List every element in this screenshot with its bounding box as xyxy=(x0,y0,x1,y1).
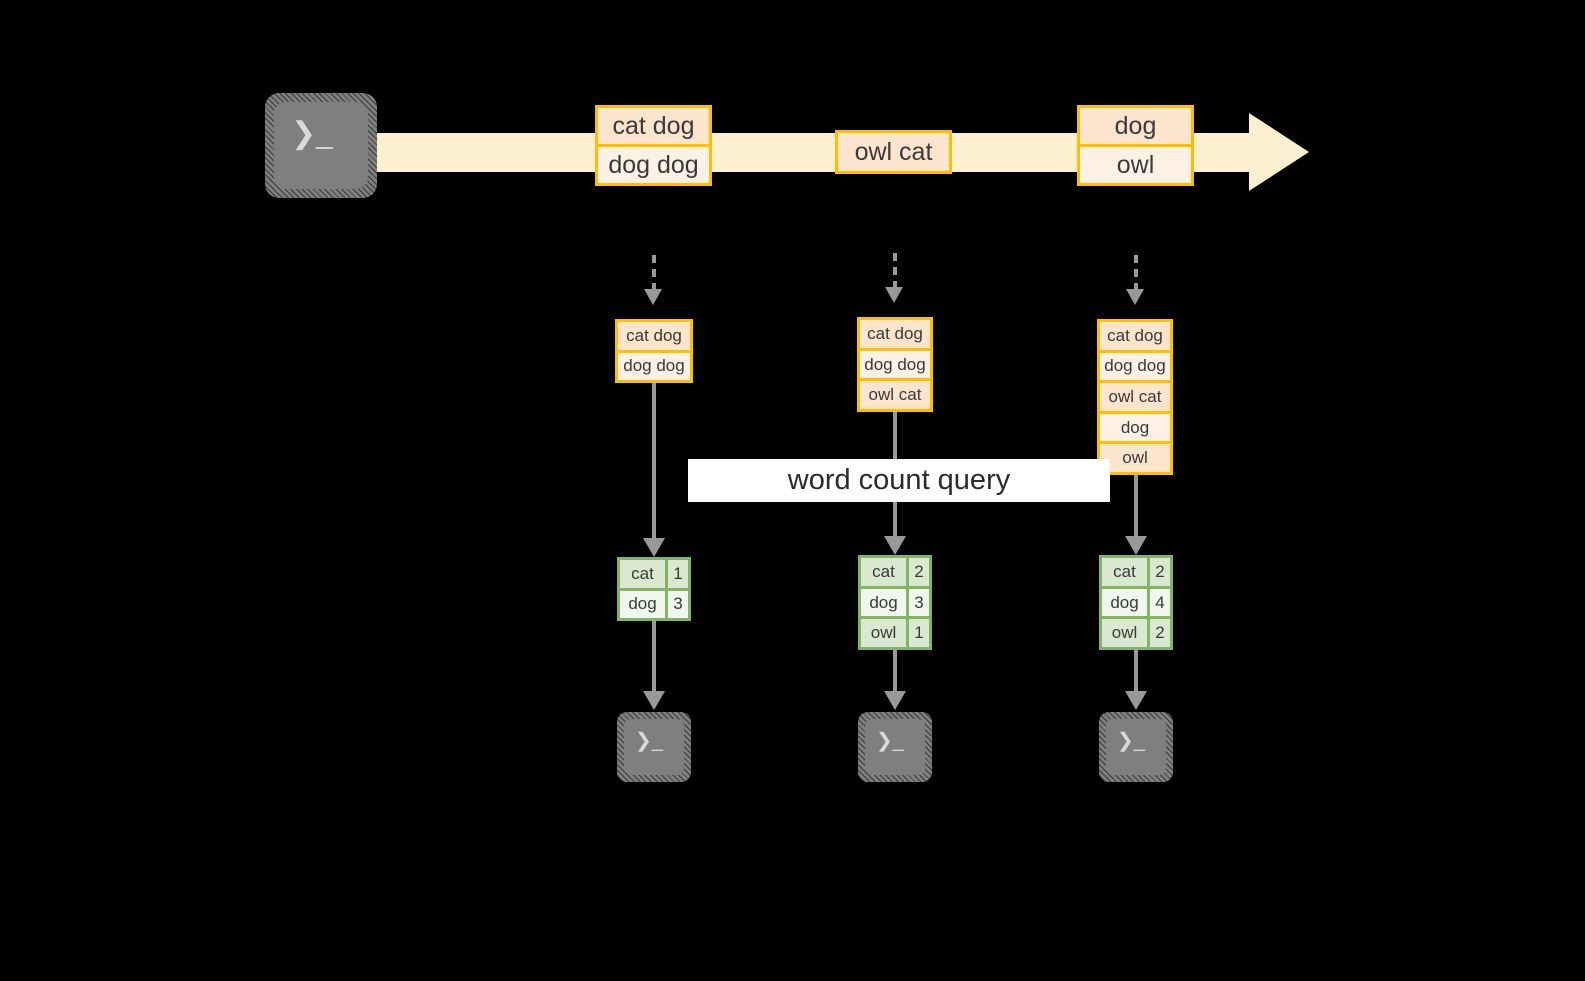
query-connector-1 xyxy=(652,383,656,538)
stream-timeline-arrowhead-icon xyxy=(1249,113,1309,191)
stream-event-3[interactable]: dog owl xyxy=(1077,105,1194,186)
result-count: 3 xyxy=(665,590,688,618)
stream-event-1[interactable]: cat dog dog dog xyxy=(595,105,712,186)
state-line: owl cat xyxy=(860,378,930,410)
source-terminal-icon[interactable]: ❯_ xyxy=(265,93,377,198)
result-word: cat xyxy=(1102,558,1147,586)
state-line: owl xyxy=(1100,441,1170,472)
state-line: dog dog xyxy=(1100,349,1170,381)
terminal-prompt-icon: ❯_ xyxy=(1117,730,1145,752)
stream-event-line: owl cat xyxy=(838,133,949,171)
result-word: owl xyxy=(1102,619,1147,648)
terminal-prompt-icon: ❯_ xyxy=(876,730,904,752)
state-line: cat dog xyxy=(860,320,930,348)
query-arrowhead-1-icon xyxy=(643,538,665,557)
result-count: 3 xyxy=(906,588,929,617)
result-row: owl 1 xyxy=(861,616,929,648)
result-word: cat xyxy=(620,560,665,588)
result-row: dog 3 xyxy=(861,585,929,617)
terminal-screen xyxy=(624,719,684,775)
terminal-screen xyxy=(865,719,925,775)
stream-event-line: cat dog xyxy=(598,108,709,144)
result-row: owl 2 xyxy=(1102,616,1170,648)
sink-arrowhead-1-icon xyxy=(643,691,665,710)
result-row: dog 3 xyxy=(620,587,688,618)
stream-to-state-connector-3 xyxy=(1134,255,1138,291)
query-arrowhead-3-icon xyxy=(1125,536,1147,555)
query-banner: word count query xyxy=(688,459,1110,502)
result-word: dog xyxy=(1102,588,1147,617)
query-connector-3 xyxy=(1134,475,1138,536)
state-line: dog xyxy=(1100,410,1170,442)
sink-connector-3 xyxy=(1134,650,1138,691)
state-line: owl cat xyxy=(1100,380,1170,411)
query-banner-label: word count query xyxy=(787,464,1011,496)
stream-event-line: owl xyxy=(1080,144,1191,183)
accumulated-state-2[interactable]: cat dog dog dog owl cat xyxy=(857,317,933,412)
result-count: 2 xyxy=(1147,619,1170,648)
terminal-screen xyxy=(274,102,368,189)
result-row: cat 2 xyxy=(1102,558,1170,586)
result-count: 2 xyxy=(906,558,929,586)
sink-connector-2 xyxy=(893,650,897,691)
query-arrowhead-2-icon xyxy=(884,536,906,555)
state-line: dog dog xyxy=(618,349,690,380)
result-count: 1 xyxy=(906,619,929,648)
accumulated-state-3[interactable]: cat dog dog dog owl cat dog owl xyxy=(1097,319,1173,475)
stream-to-state-arrowhead-1-icon xyxy=(644,289,662,305)
stream-event-2[interactable]: owl cat xyxy=(835,130,952,174)
terminal-prompt-icon: ❯_ xyxy=(635,730,663,752)
result-count: 4 xyxy=(1147,588,1170,617)
stream-to-state-connector-1 xyxy=(652,255,656,291)
result-count: 2 xyxy=(1147,558,1170,586)
stream-event-line: dog xyxy=(1080,108,1191,144)
state-line: cat dog xyxy=(1100,322,1170,350)
stream-to-state-connector-2 xyxy=(893,253,897,289)
result-row: cat 2 xyxy=(861,558,929,586)
sink-arrowhead-3-icon xyxy=(1125,691,1147,710)
sink-terminal-2-icon[interactable]: ❯_ xyxy=(858,712,932,782)
terminal-screen xyxy=(1106,719,1166,775)
sink-terminal-1-icon[interactable]: ❯_ xyxy=(617,712,691,782)
sink-connector-1 xyxy=(652,621,656,691)
stream-to-state-arrowhead-3-icon xyxy=(1126,289,1144,305)
word-count-result-3[interactable]: cat 2 dog 4 owl 2 xyxy=(1099,555,1173,650)
accumulated-state-1[interactable]: cat dog dog dog xyxy=(615,319,693,383)
result-count: 1 xyxy=(665,560,688,588)
terminal-prompt-icon: ❯_ xyxy=(291,117,333,150)
word-count-result-1[interactable]: cat 1 dog 3 xyxy=(617,557,691,621)
result-word: cat xyxy=(861,558,906,586)
result-word: owl xyxy=(861,619,906,648)
state-line: dog dog xyxy=(860,347,930,379)
state-line: cat dog xyxy=(618,322,690,350)
stream-event-line: dog dog xyxy=(598,144,709,183)
result-word: dog xyxy=(620,590,665,618)
result-row: dog 4 xyxy=(1102,585,1170,617)
sink-terminal-3-icon[interactable]: ❯_ xyxy=(1099,712,1173,782)
word-count-result-2[interactable]: cat 2 dog 3 owl 1 xyxy=(858,555,932,650)
stream-to-state-arrowhead-2-icon xyxy=(885,287,903,303)
result-word: dog xyxy=(861,588,906,617)
result-row: cat 1 xyxy=(620,560,688,588)
sink-arrowhead-2-icon xyxy=(884,691,906,710)
